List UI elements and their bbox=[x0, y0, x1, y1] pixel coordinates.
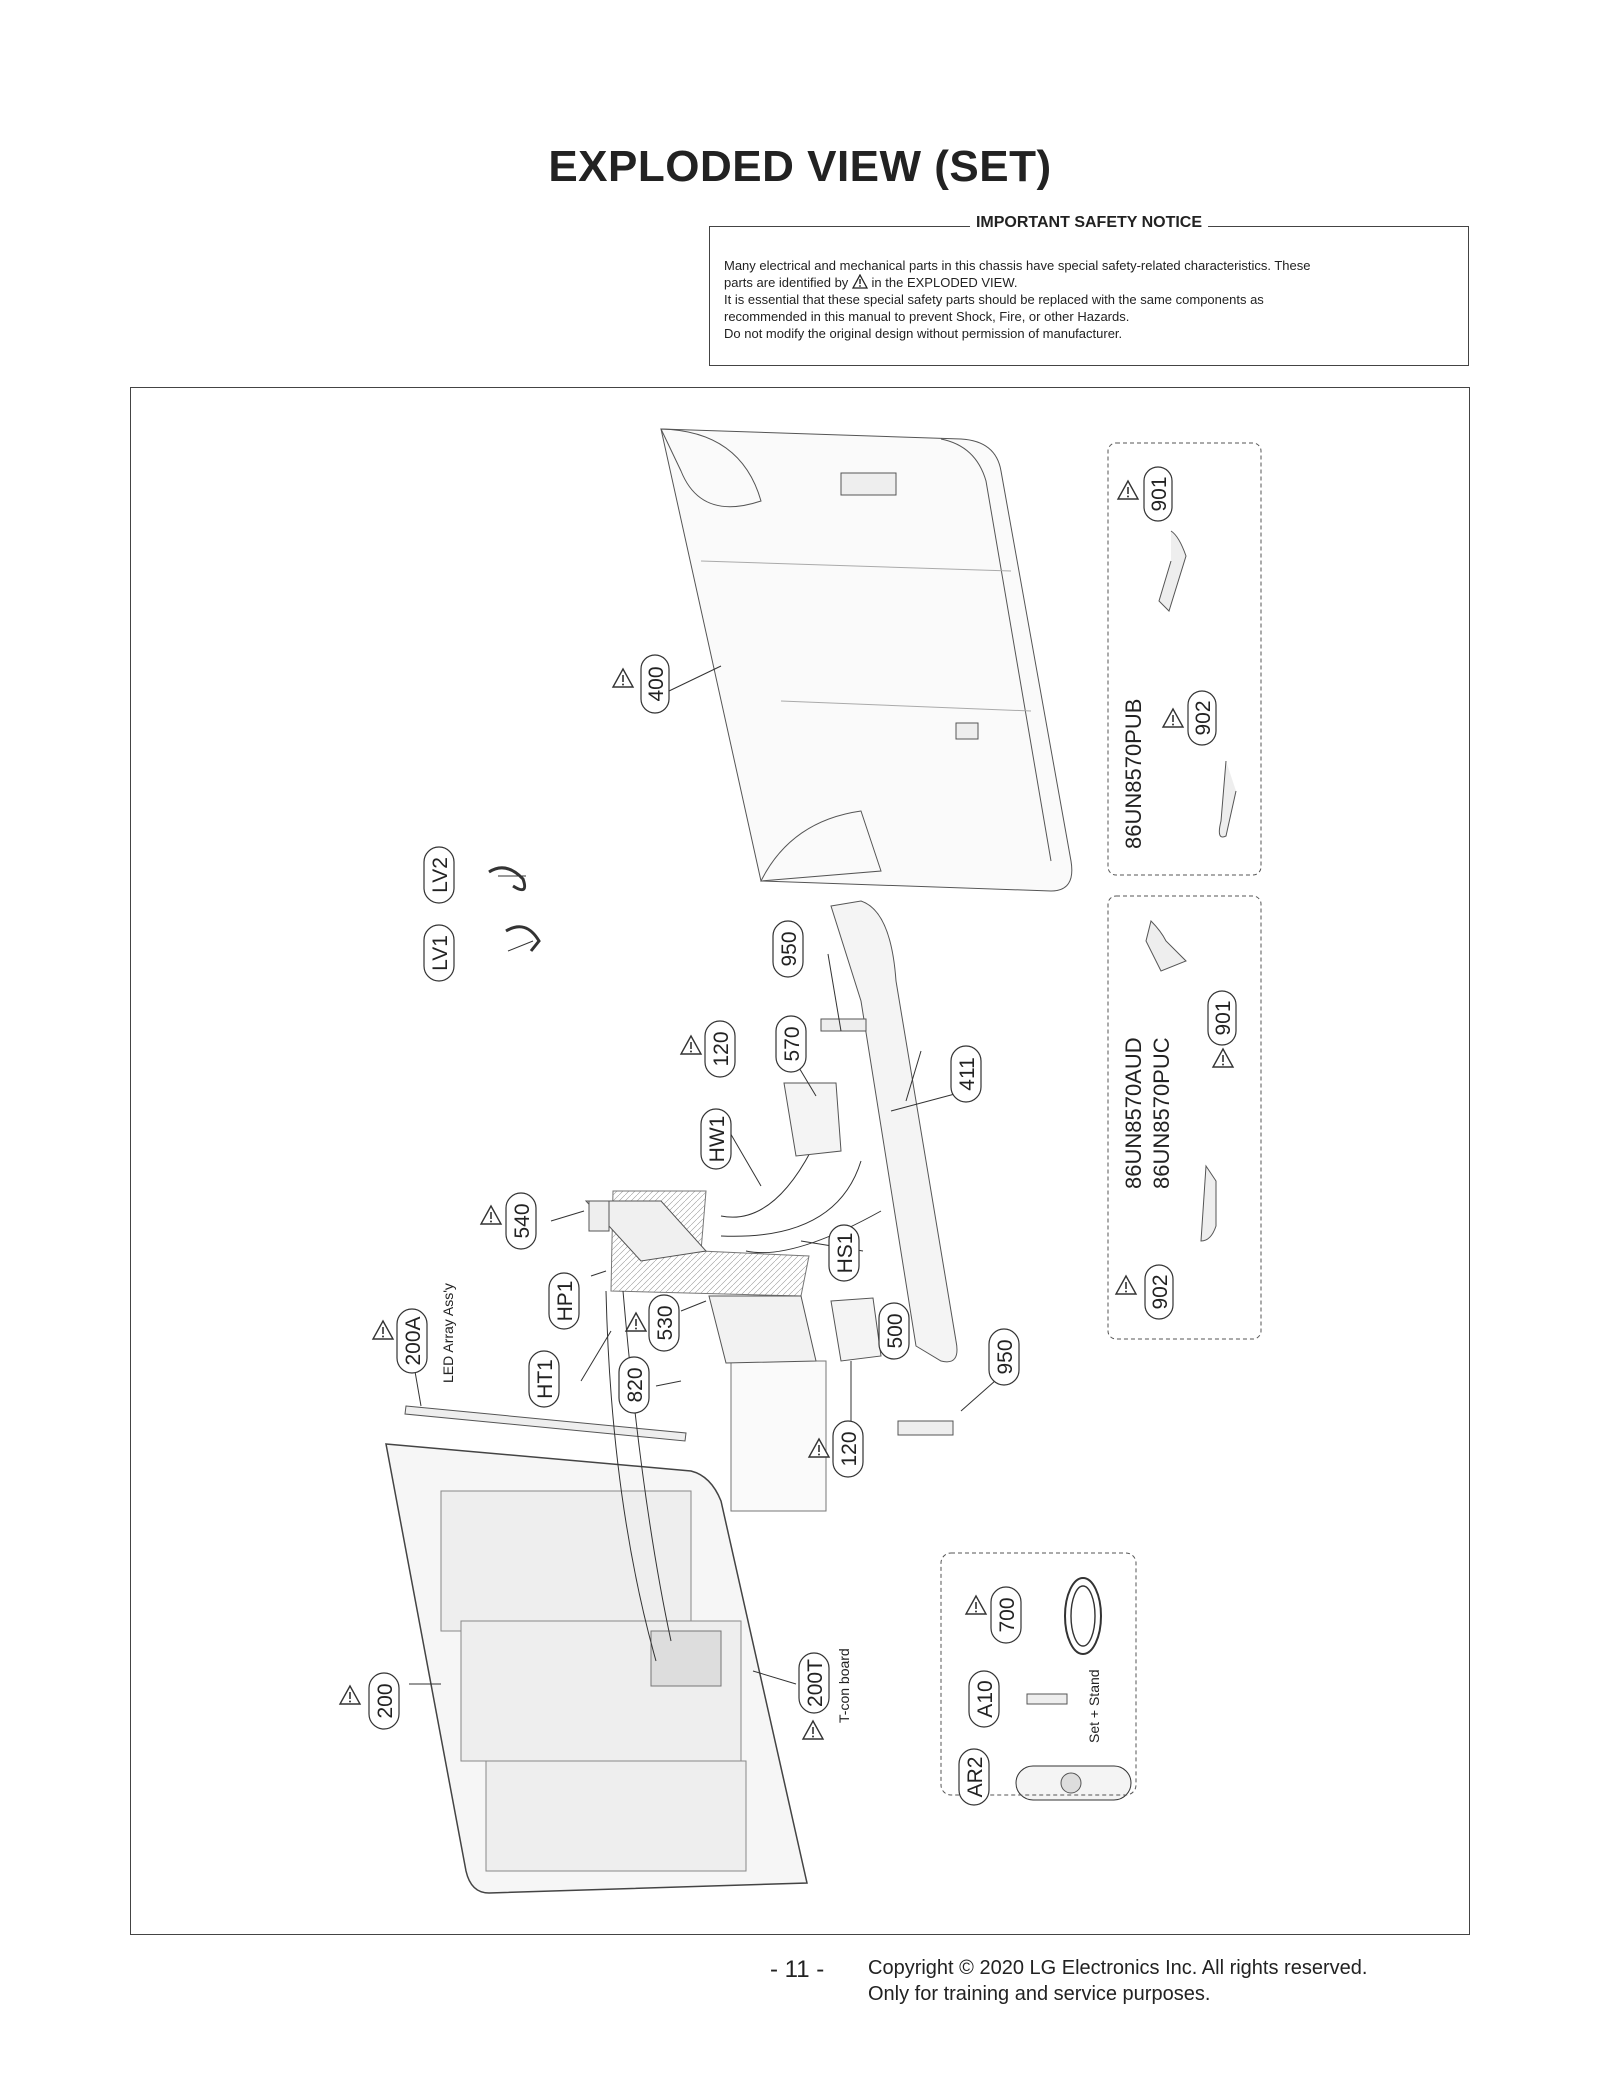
label-200T: 200T bbox=[804, 1659, 827, 1707]
notice-line-4: recommended in this manual to prevent Sh… bbox=[724, 309, 1130, 324]
set-stand-label: Set + Stand bbox=[1086, 1669, 1102, 1743]
label-570: 570 bbox=[781, 1026, 804, 1061]
label-901-pub: 901 bbox=[1148, 476, 1171, 511]
callout-540: 540 bbox=[480, 1192, 537, 1250]
warning-triangle-icon bbox=[851, 274, 868, 289]
label-HW1: HW1 bbox=[706, 1116, 729, 1163]
label-HS1: HS1 bbox=[834, 1233, 857, 1274]
model-86UN8570AUD: 86UN8570AUD bbox=[1121, 1037, 1146, 1189]
callout-200A: 200A bbox=[372, 1308, 428, 1374]
callout-700: 700 bbox=[965, 1586, 1022, 1644]
callout-950-top: 950 bbox=[772, 920, 804, 978]
label-120-top: 120 bbox=[710, 1031, 733, 1066]
stand-group-box-pub bbox=[1107, 442, 1262, 876]
callout-LV2: LV2 bbox=[423, 846, 455, 904]
callout-901-aud: 901 bbox=[1207, 990, 1237, 1068]
callout-HW1: HW1 bbox=[700, 1108, 732, 1170]
back-cover-outline bbox=[660, 428, 1073, 892]
callout-AR2: AR2 bbox=[958, 1748, 990, 1806]
page-title: EXPLODED VIEW (SET) bbox=[548, 142, 1052, 191]
callout-HT1: HT1 bbox=[528, 1350, 560, 1408]
model-86UN8570PUC: 86UN8570PUC bbox=[1149, 1037, 1174, 1189]
safety-notice-box: IMPORTANT SAFETY NOTICE Many electrical … bbox=[709, 214, 1469, 366]
label-400: 400 bbox=[645, 666, 668, 701]
label-LV2: LV2 bbox=[429, 857, 452, 893]
label-411: 411 bbox=[956, 1057, 979, 1090]
page-number: - 11 - bbox=[770, 1956, 825, 1983]
label-901-aud: 901 bbox=[1212, 1000, 1235, 1035]
callout-A10: A10 bbox=[968, 1670, 1000, 1728]
safety-notice-text: Many electrical and mechanical parts in … bbox=[724, 257, 1454, 342]
callout-820: 820 bbox=[618, 1356, 650, 1414]
label-530: 530 bbox=[654, 1305, 677, 1340]
callout-200T: 200T bbox=[798, 1652, 830, 1740]
callout-902-pub: 902 bbox=[1162, 690, 1217, 746]
label-HP1: HP1 bbox=[554, 1281, 577, 1322]
accessories-box bbox=[940, 1552, 1137, 1796]
callout-LV1: LV1 bbox=[423, 924, 455, 982]
notice-line-2: parts are identified by in the EXPLODED … bbox=[724, 274, 1454, 291]
callout-HP1: HP1 bbox=[548, 1272, 580, 1330]
label-820: 820 bbox=[624, 1367, 647, 1402]
copyright-line-2: Only for training and service purposes. bbox=[868, 1983, 1211, 2005]
notice-line-2-end: in the EXPLODED VIEW. bbox=[871, 275, 1018, 290]
label-200: 200 bbox=[374, 1683, 397, 1718]
callout-530: 530 bbox=[625, 1294, 680, 1352]
label-950-top: 950 bbox=[778, 931, 801, 966]
callout-HS1: HS1 bbox=[828, 1224, 860, 1282]
label-HT1: HT1 bbox=[534, 1359, 557, 1399]
copyright-line-1: Copyright © 2020 LG Electronics Inc. All… bbox=[868, 1957, 1368, 1979]
bottom-frame-outline bbox=[830, 900, 958, 1363]
copyright: Copyright © 2020 LG Electronics Inc. All… bbox=[868, 1955, 1367, 2007]
exploded-view-diagram: 400 901 902 86UN8570PUB 901 86UN8570AUD … bbox=[339, 428, 1262, 1894]
callout-411: 411 bbox=[950, 1045, 982, 1103]
callout-902-aud: 902 bbox=[1115, 1264, 1174, 1320]
notice-line-3: It is essential that these special safet… bbox=[724, 292, 1264, 307]
callout-950-bottom: 950 bbox=[988, 1328, 1020, 1386]
model-86UN8570PUB: 86UN8570PUB bbox=[1121, 699, 1146, 849]
label-AR2: AR2 bbox=[964, 1757, 987, 1798]
label-LV1: LV1 bbox=[429, 935, 452, 971]
callout-400: 400 bbox=[612, 654, 670, 714]
power-board-outline bbox=[708, 1295, 817, 1364]
led-bar-outline bbox=[404, 1405, 687, 1442]
label-950-bottom: 950 bbox=[994, 1339, 1017, 1374]
main-board-outline bbox=[584, 1200, 707, 1262]
label-700: 700 bbox=[996, 1597, 1019, 1632]
callout-200: 200 bbox=[339, 1672, 400, 1730]
notice-line-2-start: parts are identified by bbox=[724, 275, 849, 290]
callout-570: 570 bbox=[775, 1015, 807, 1073]
safety-notice-title: IMPORTANT SAFETY NOTICE bbox=[969, 214, 1209, 231]
callout-120-top: 120 bbox=[680, 1020, 736, 1078]
tcon-board-label: T-con board bbox=[836, 1648, 852, 1723]
label-540: 540 bbox=[511, 1203, 534, 1238]
label-120-bottom: 120 bbox=[838, 1431, 861, 1466]
label-902-aud: 902 bbox=[1149, 1274, 1172, 1309]
label-500: 500 bbox=[884, 1313, 907, 1348]
notice-line-1: Many electrical and mechanical parts in … bbox=[724, 258, 1311, 273]
callout-500: 500 bbox=[878, 1302, 910, 1360]
callout-120-bottom: 120 bbox=[808, 1420, 864, 1478]
label-A10: A10 bbox=[974, 1680, 997, 1717]
diagram-frame: 400 901 902 86UN8570PUB 901 86UN8570AUD … bbox=[130, 387, 1470, 1935]
led-array-label: LED Array Ass'y bbox=[440, 1283, 456, 1383]
label-902-pub: 902 bbox=[1192, 700, 1215, 735]
notice-line-5: Do not modify the original design withou… bbox=[724, 326, 1123, 341]
callout-901-pub: 901 bbox=[1117, 466, 1173, 522]
label-200A: 200A bbox=[402, 1316, 425, 1365]
